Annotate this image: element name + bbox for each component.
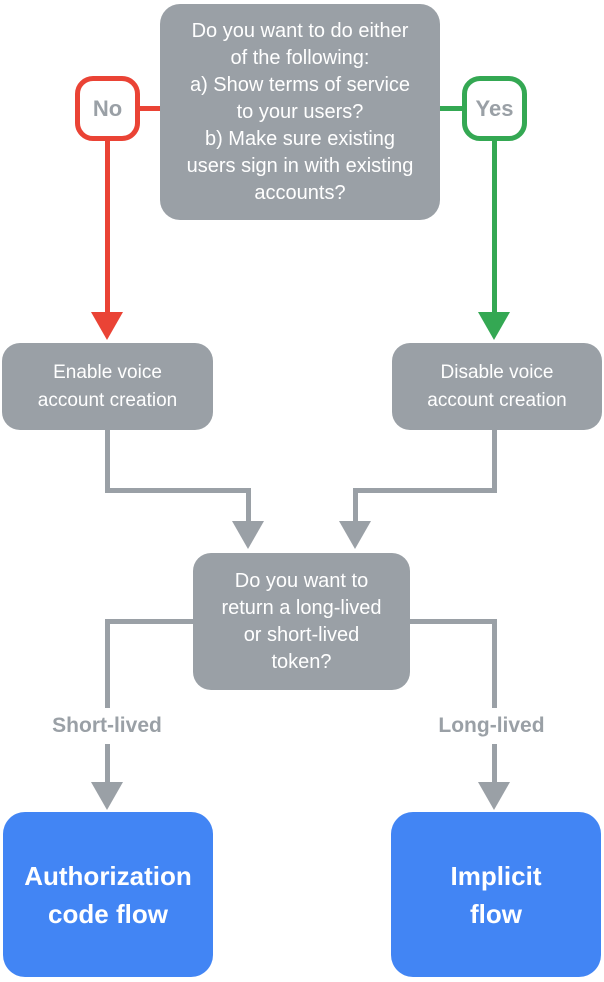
question-terms-line: of the following: [230,46,370,69]
implicit-flow-line: Implicit [450,860,542,891]
short-edge-horizontal [105,619,193,624]
disable-edge-horizontal [353,488,497,493]
disable-voice-line: account creation [427,389,567,411]
question-token-line: or short-lived [243,623,360,646]
authorization-code-flow-line: code flow [48,898,168,929]
enable-voice-line: Enable voice [53,361,162,383]
question-terms-node: Do you want to do either of the followin… [160,4,440,220]
authorization-code-flow-line: Authorization [24,860,192,891]
enable-edge-drop [246,488,251,522]
question-terms-line: a) Show terms of service [189,73,411,96]
authorization-code-flow-node: Authorization code flow [3,812,213,977]
question-token-line: return a long-lived [221,596,382,619]
no-arrowhead-icon [91,312,123,340]
yes-badge: Yes [462,76,527,141]
disable-voice-node: Disable voice account creation [392,343,602,430]
short-arrowhead-icon [91,782,123,810]
disable-edge-drop [353,488,358,522]
disable-voice-line: Disable voice [440,361,554,383]
long-edge-vertical [492,619,497,783]
implicit-flow-node: Implicit flow [391,812,601,977]
short-lived-label-text: Short-lived [52,714,162,737]
question-terms-line: Do you want to do either [191,19,409,42]
enable-voice-line: account creation [37,389,178,411]
question-terms-line: accounts? [254,181,346,204]
implicit-flow-line: flow [470,898,522,929]
long-edge-horizontal [410,619,497,624]
yes-edge-horizontal [440,106,462,111]
long-lived-label-text: Long-lived [438,714,545,737]
disable-arrowhead-icon [339,521,371,549]
question-terms-line: to your users? [236,100,364,123]
question-token-node: Do you want to return a long-lived or sh… [193,553,410,690]
question-token-line: token? [271,650,332,673]
question-terms-line: b) Make sure existing [204,127,396,150]
question-token-line: Do you want to [234,569,369,592]
long-lived-label: Long-lived [410,708,573,744]
short-lived-label: Short-lived [23,708,191,744]
long-arrowhead-icon [478,782,510,810]
enable-edge-vertical [105,430,110,490]
no-edge-vertical [105,141,110,313]
no-badge-label: No [92,95,123,121]
enable-arrowhead-icon [232,521,264,549]
enable-voice-node: Enable voice account creation [2,343,213,430]
yes-edge-vertical [492,141,497,313]
no-badge: No [75,76,140,141]
yes-arrowhead-icon [478,312,510,340]
no-edge-horizontal [140,106,160,111]
short-edge-vertical [105,619,110,783]
yes-badge-label: Yes [475,95,514,121]
enable-edge-horizontal [105,488,251,493]
question-terms-line: users sign in with existing [186,154,414,177]
disable-edge-vertical [492,430,497,490]
